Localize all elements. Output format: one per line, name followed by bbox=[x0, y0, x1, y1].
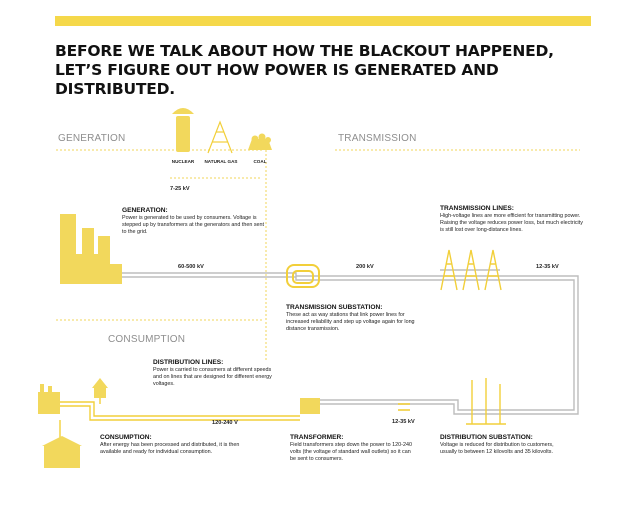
transformer-block: TRANSFORMER: Field transformers step dow… bbox=[290, 433, 418, 464]
factory-small-icon bbox=[38, 384, 60, 414]
distribution-substation-block: DISTRIBUTION SUBSTATION: Voltage is redu… bbox=[440, 433, 570, 456]
natural-gas-icon bbox=[207, 120, 233, 154]
consumer-voltage: 120-240 V bbox=[212, 420, 238, 426]
distribution-lines-block: DISTRIBUTION LINES: Power is carried to … bbox=[153, 358, 277, 389]
consumption-block: CONSUMPTION: After energy has been proce… bbox=[100, 433, 240, 456]
section-dividers bbox=[56, 149, 580, 360]
transmission-lines-block-body: High-voltage lines are more efficient fo… bbox=[440, 213, 583, 234]
distribution-substation-block-title: DISTRIBUTION SUBSTATION: bbox=[440, 434, 533, 441]
generation-section-label: GENERATION bbox=[58, 133, 126, 144]
transformer-icon bbox=[300, 398, 410, 414]
natural-gas-label: NATURAL GAS bbox=[204, 159, 238, 164]
transmission-towers bbox=[440, 249, 502, 291]
distribution-lines-block-title: DISTRIBUTION LINES: bbox=[153, 359, 224, 366]
consumption-block-title: CONSUMPTION: bbox=[100, 434, 152, 441]
distribution-lines-block-body: Power is carried to consumers at differe… bbox=[153, 367, 272, 388]
nuclear-label: NUCLEAR bbox=[171, 159, 195, 164]
transmission-voltage: 200 kV bbox=[356, 264, 374, 270]
generation-output-voltage: 60-500 kV bbox=[178, 264, 204, 270]
transmission-lines-block: TRANSMISSION LINES: High-voltage lines a… bbox=[440, 204, 586, 235]
coal-label: COAL bbox=[253, 159, 267, 164]
factory-icon bbox=[60, 214, 122, 284]
transmission-lines-block-title: TRANSMISSION LINES: bbox=[440, 205, 514, 212]
fuel-output-voltage: 7-25 kV bbox=[170, 186, 190, 192]
top-accent-bar bbox=[55, 16, 591, 26]
main-line-top bbox=[108, 272, 579, 415]
transmission-section-label: TRANSMISSION bbox=[338, 133, 417, 144]
generation-block-title: GENERATION: bbox=[122, 207, 168, 214]
distribution-substation-icon bbox=[466, 378, 506, 425]
coal-icon bbox=[248, 133, 272, 150]
dist-line-b bbox=[60, 405, 300, 421]
transmission-substation-block: TRANSMISSION SUBSTATION: These act as wa… bbox=[286, 303, 422, 334]
distribution-voltage: 12-35 kV bbox=[392, 419, 415, 425]
generation-block: GENERATION: Power is generated to be use… bbox=[122, 206, 270, 237]
distribution-substation-block-body: Voltage is reduced for distribution to c… bbox=[440, 442, 554, 456]
transmission-substation-block-body: These act as way stations that link powe… bbox=[286, 312, 415, 333]
consumption-section-label: CONSUMPTION bbox=[108, 334, 186, 345]
page-headline: BEFORE WE TALK ABOUT HOW THE BLACKOUT HA… bbox=[55, 42, 554, 98]
power-lines bbox=[108, 269, 579, 415]
transmission-substation-block-title: TRANSMISSION SUBSTATION: bbox=[286, 304, 383, 311]
transmission-substation-icon bbox=[286, 264, 320, 288]
dist-line-a bbox=[60, 401, 300, 417]
main-line-inner bbox=[108, 276, 575, 411]
generation-block-body: Power is generated to be used by consume… bbox=[122, 215, 265, 236]
lines-end-voltage: 12-35 kV bbox=[536, 264, 559, 270]
nuclear-icon bbox=[172, 108, 194, 152]
transformer-block-body: Field transformers step down the power t… bbox=[290, 442, 412, 463]
house-icon bbox=[92, 378, 108, 398]
apartment-icon bbox=[42, 436, 82, 468]
transformer-block-title: TRANSFORMER: bbox=[290, 434, 344, 441]
consumption-block-body: After energy has been processed and dist… bbox=[100, 442, 240, 456]
